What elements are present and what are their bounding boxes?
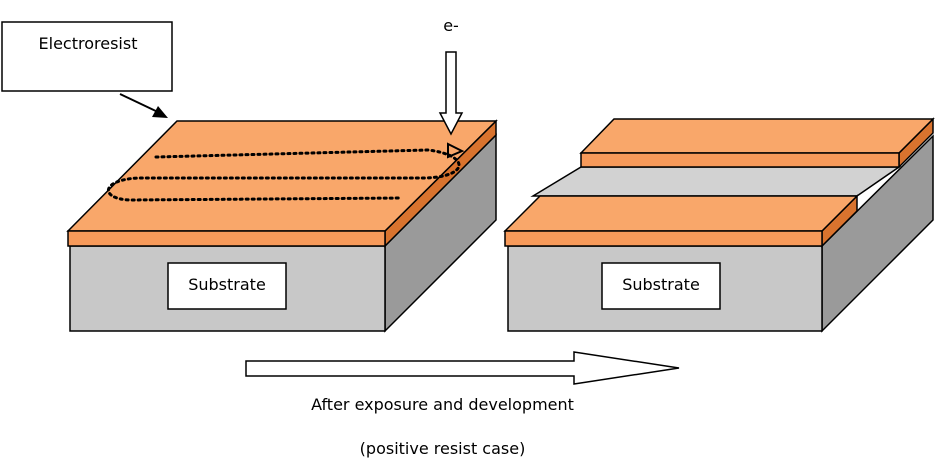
back-resist-front <box>580 152 900 168</box>
exposed-trench <box>530 166 902 197</box>
left-substrate-label: Substrate <box>188 275 266 294</box>
callout-pointer-head <box>152 106 168 118</box>
right-block: Substrate <box>503 117 935 333</box>
left-block: Substrate <box>66 119 498 333</box>
process-arrow-icon <box>245 351 680 385</box>
electron-beam: e- <box>438 16 464 136</box>
front-resist-front <box>504 230 823 247</box>
caption-line-1: After exposure and development <box>311 395 574 414</box>
right-substrate-label: Substrate <box>622 275 700 294</box>
back-resist-top <box>579 118 935 154</box>
electroresist-callout: Electroresist <box>1 21 173 118</box>
electron-beam-label: e- <box>443 16 459 35</box>
callout-pointer-line <box>119 93 161 114</box>
beam-scan-arrowhead <box>447 142 465 159</box>
right-substrate-label-box <box>601 262 721 310</box>
electroresist-label: Electroresist <box>39 34 138 53</box>
caption-line-2: (positive resist case) <box>359 439 526 458</box>
electroresist-label-box <box>1 21 173 92</box>
left-substrate-label-box <box>167 262 287 310</box>
electron-beam-arrow-icon <box>438 51 464 136</box>
front-resist-top <box>503 195 859 232</box>
left-resist-front <box>67 230 386 247</box>
